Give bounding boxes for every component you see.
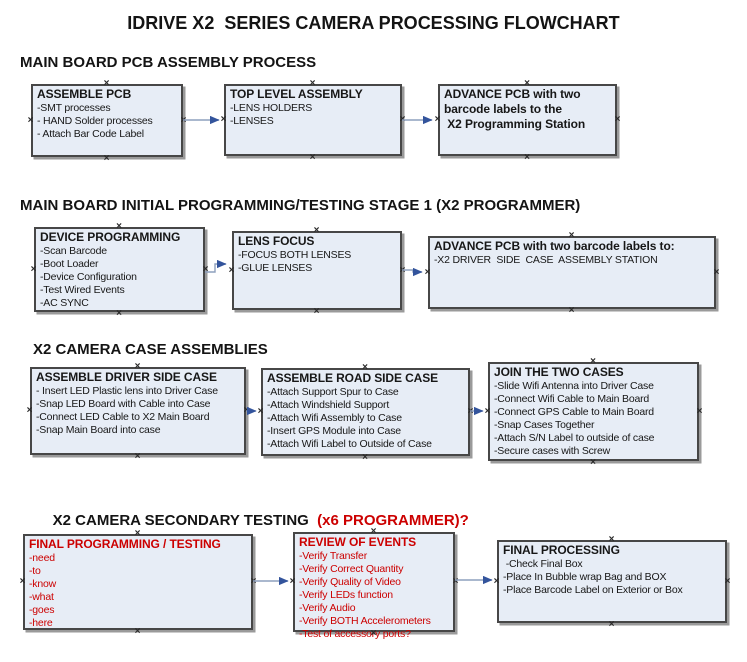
box-top-level-assembly[interactable]: TOP LEVEL ASSEMBLY -LENS HOLDERS-LENSES … (221, 79, 406, 163)
box-items: -Scan Barcode-Boot Loader-Device Configu… (40, 245, 200, 310)
box-item: -Place Barcode Label on Exterior or Box (503, 584, 683, 596)
box-item: -Secure cases with Screw (494, 445, 610, 457)
box-item: -Verify Correct Quantity (299, 563, 404, 575)
box-item: -Insert GPS Module into Case (267, 425, 401, 437)
box-item: -Device Configuration (40, 271, 137, 283)
box-items: -X2 DRIVER SIDE CASE ASSEMBLY STATION (434, 254, 711, 267)
box-item: -LENS HOLDERS (230, 102, 313, 114)
box-item: -Snap Main Board into case (36, 424, 161, 436)
box-item: -Attach Wifi Label to Outside of Case (267, 438, 432, 450)
box-assemble-driver-side-case[interactable]: ASSEMBLE DRIVER SIDE CASE - Insert LED P… (27, 362, 250, 462)
box-item: -X2 DRIVER SIDE CASE ASSEMBLY STATION (434, 254, 658, 266)
box-item: -Snap LED Board with Cable into Case (36, 398, 211, 410)
box-title: ASSEMBLE DRIVER SIDE CASE (36, 370, 217, 384)
box-item: -GLUE LENSES (238, 262, 313, 274)
box-title: FINAL PROCESSING (503, 543, 620, 557)
box-item: -LENSES (230, 115, 274, 127)
section-header-pcb-assembly: MAIN BOARD PCB ASSEMBLY PROCESS (20, 54, 317, 71)
box-items: -Check Final Box-Place In Bubble wrap Ba… (503, 558, 722, 597)
box-item: -Verify LEDs function (299, 589, 393, 601)
box-item: - HAND Solder processes (37, 115, 153, 127)
box-item: -Test of accessory ports? (299, 628, 411, 640)
box-items: -FOCUS BOTH LENSES-GLUE LENSES (238, 249, 397, 275)
box-item: -Verify Audio (299, 602, 356, 614)
box-item: -Connect GPS Cable to Main Board (494, 406, 654, 418)
flow-arrow-4 (402, 267, 423, 277)
box-final-programming-testing[interactable]: FINAL PROGRAMMING / TESTING -need-to-kno… (20, 529, 257, 637)
box-items: -LENS HOLDERS-LENSES (230, 102, 397, 128)
section-header-case-assemblies: X2 CAMERA CASE ASSEMBLIES (33, 341, 268, 358)
box-title: ADVANCE PCB with two barcode labels to t… (444, 87, 586, 131)
box-item: -Connect LED Cable to X2 Main Board (36, 411, 210, 423)
box-item: -what (29, 591, 54, 603)
box-device-programming[interactable]: DEVICE PROGRAMMING -Scan Barcode-Boot Lo… (31, 222, 209, 319)
box-item: -Slide Wifi Antenna into Driver Case (494, 380, 654, 392)
box-item: -need (29, 552, 55, 564)
box-title: TOP LEVEL ASSEMBLY (230, 87, 363, 101)
box-item: -Test Wired Events (40, 284, 125, 296)
box-review-of-events[interactable]: REVIEW OF EVENTS -Verify Transfer-Verify… (290, 527, 459, 641)
box-title: REVIEW OF EVENTS (299, 535, 417, 549)
box-items: -need-to-know-what-goes-here (29, 552, 248, 630)
box-items: -Slide Wifi Antenna into Driver Case-Con… (494, 380, 694, 458)
box-title: JOIN THE TWO CASES (494, 365, 624, 379)
box-item: -SMT processes (37, 102, 111, 114)
box-item: -Scan Barcode (40, 245, 107, 257)
box-item: -Verify BOTH Accelerometers (299, 615, 431, 627)
box-items: - Insert LED Plastic lens into Driver Ca… (36, 385, 241, 437)
section-header-secondary-testing: X2 CAMERA SECONDARY TESTING (x6 PROGRAMM… (36, 495, 469, 546)
box-item: - Attach Bar Code Label (37, 128, 144, 140)
box-items: -SMT processes- HAND Solder processes- A… (37, 102, 178, 141)
box-assemble-pcb[interactable]: ASSEMBLE PCB -SMT processes- HAND Solder… (28, 79, 187, 164)
box-item: - Insert LED Plastic lens into Driver Ca… (36, 385, 218, 397)
box-advance-pcb-to-programming-station[interactable]: ADVANCE PCB with two barcode labels to t… (435, 79, 621, 163)
box-item: -Verify Transfer (299, 550, 367, 562)
box-advance-pcb-to-driver-side-station[interactable]: ADVANCE PCB with two barcode labels to: … (425, 231, 720, 316)
box-lens-focus[interactable]: LENS FOCUS -FOCUS BOTH LENSES-GLUE LENSE… (229, 226, 406, 317)
box-item: -FOCUS BOTH LENSES (238, 249, 352, 261)
box-item: -Attach S/N Label to outside of case (494, 432, 655, 444)
box-item: -AC SYNC (40, 297, 89, 309)
box-item: -Attach Wifi Assembly to Case (267, 412, 402, 424)
box-final-processing[interactable]: FINAL PROCESSING -Check Final Box-Place … (494, 535, 731, 630)
box-item: -Snap Cases Together (494, 419, 595, 431)
box-title: ASSEMBLE PCB (37, 87, 132, 101)
box-item: -here (29, 617, 53, 629)
box-title: FINAL PROGRAMMING / TESTING (29, 537, 221, 551)
page-title: IDRIVE X2 SERIES CAMERA PROCESSING FLOWC… (127, 13, 620, 33)
box-title: ADVANCE PCB with two barcode labels to: (434, 239, 675, 253)
box-item: -goes (29, 604, 55, 616)
box-items: -Attach Support Spur to Case-Attach Wind… (267, 386, 465, 451)
box-title: DEVICE PROGRAMMING (40, 230, 181, 244)
box-item: -Place In Bubble wrap Bag and BOX (503, 571, 667, 583)
box-item: -Attach Windshield Support (267, 399, 390, 411)
box-item: -Check Final Box (503, 558, 583, 570)
box-item: -Boot Loader (40, 258, 99, 270)
flow-arrow-3 (205, 259, 227, 273)
box-assemble-road-side-case[interactable]: ASSEMBLE ROAD SIDE CASE -Attach Support … (258, 363, 474, 463)
section-header-secondary-testing-black: X2 CAMERA SECONDARY TESTING (52, 512, 313, 529)
box-item: -to (29, 565, 41, 577)
section-header-initial-programming: MAIN BOARD INITIAL PROGRAMMING/TESTING S… (20, 197, 581, 214)
box-item: -Connect Wifi Cable to Main Board (494, 393, 650, 405)
box-join-the-two-cases[interactable]: JOIN THE TWO CASES -Slide Wifi Antenna i… (485, 357, 703, 468)
box-item: -know (29, 578, 57, 590)
box-items: -Verify Transfer-Verify Correct Quantity… (299, 550, 450, 641)
box-title: ASSEMBLE ROAD SIDE CASE (267, 371, 439, 385)
box-item: -Attach Support Spur to Case (267, 386, 399, 398)
box-title: LENS FOCUS (238, 234, 315, 248)
section-header-secondary-testing-red: (x6 PROGRAMMER)? (312, 512, 469, 529)
box-item: -Verify Quality of Video (299, 576, 401, 588)
